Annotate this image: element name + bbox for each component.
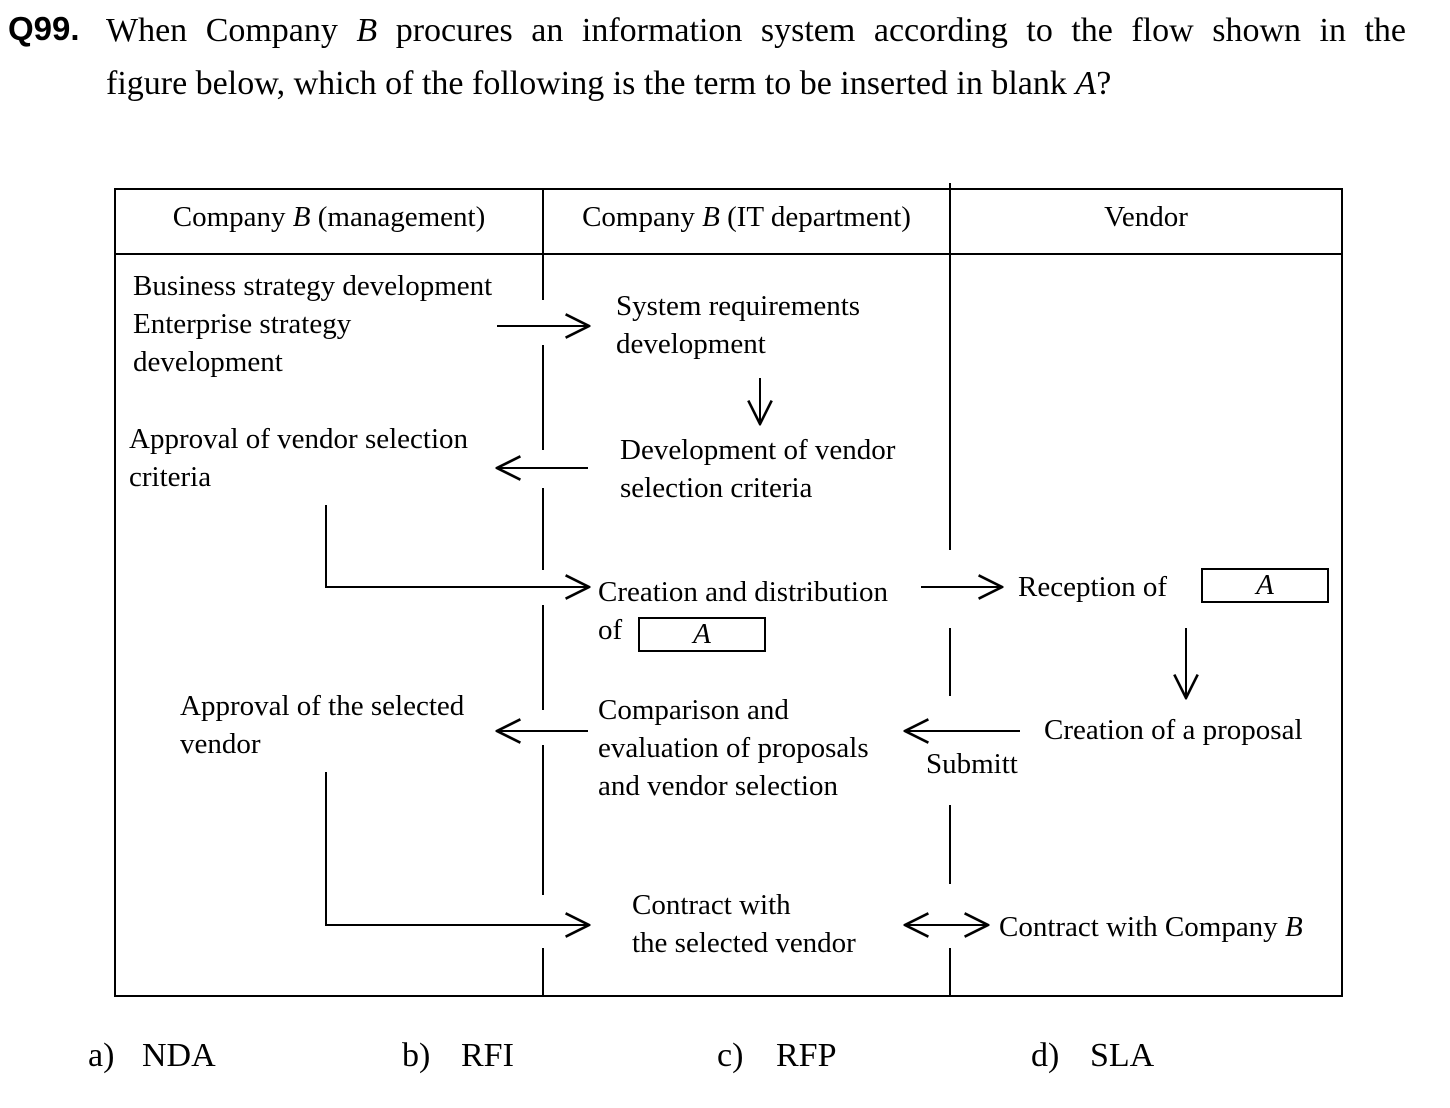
submit-label: Submitt <box>926 748 1018 780</box>
arrow-approval-to-contract <box>325 772 589 925</box>
step-comparison-evaluation: Comparison and evaluation of proposals a… <box>598 694 869 802</box>
step-vendor-criteria: Development of vendor selection criteria <box>620 434 896 504</box>
step-reception: Reception of <box>1018 571 1167 603</box>
step-contract-selected-vendor: Contract with the selected vendor <box>632 889 856 959</box>
step-system-requirements: System requirements development <box>616 290 861 360</box>
blank-a-distribution: A <box>638 617 766 652</box>
blank-a-reception: A <box>1201 568 1329 603</box>
step-business-strategy: Business strategy development Enterprise… <box>133 270 493 378</box>
option-c[interactable]: c)RFP <box>717 1037 837 1074</box>
question-number: Q99. <box>8 10 80 47</box>
option-b[interactable]: b)RFI <box>402 1037 514 1074</box>
diagram-frame <box>114 188 1343 997</box>
step-creation-distribution: Creation and distribution of <box>598 576 888 646</box>
step-approval-criteria: Approval of vendor selection criteria <box>129 423 469 493</box>
step-approval-vendor: Approval of the selected vendor <box>180 690 465 760</box>
header-it-department: Company B (IT department) <box>582 201 911 233</box>
header-management: Company B (management) <box>172 201 486 233</box>
arrow-approval-to-distribution <box>325 505 589 587</box>
option-a[interactable]: a)NDA <box>88 1037 216 1074</box>
question-text-line-1: When Company B procures an information s… <box>106 12 1406 49</box>
question-text-line-2: figure below, which of the following is … <box>106 65 1112 102</box>
header-vendor: Vendor <box>1104 201 1188 233</box>
step-contract-company-b: Contract with Company B <box>999 911 1303 943</box>
option-d[interactable]: d)SLA <box>1031 1037 1155 1074</box>
step-creation-proposal: Creation of a proposal <box>1044 714 1303 746</box>
